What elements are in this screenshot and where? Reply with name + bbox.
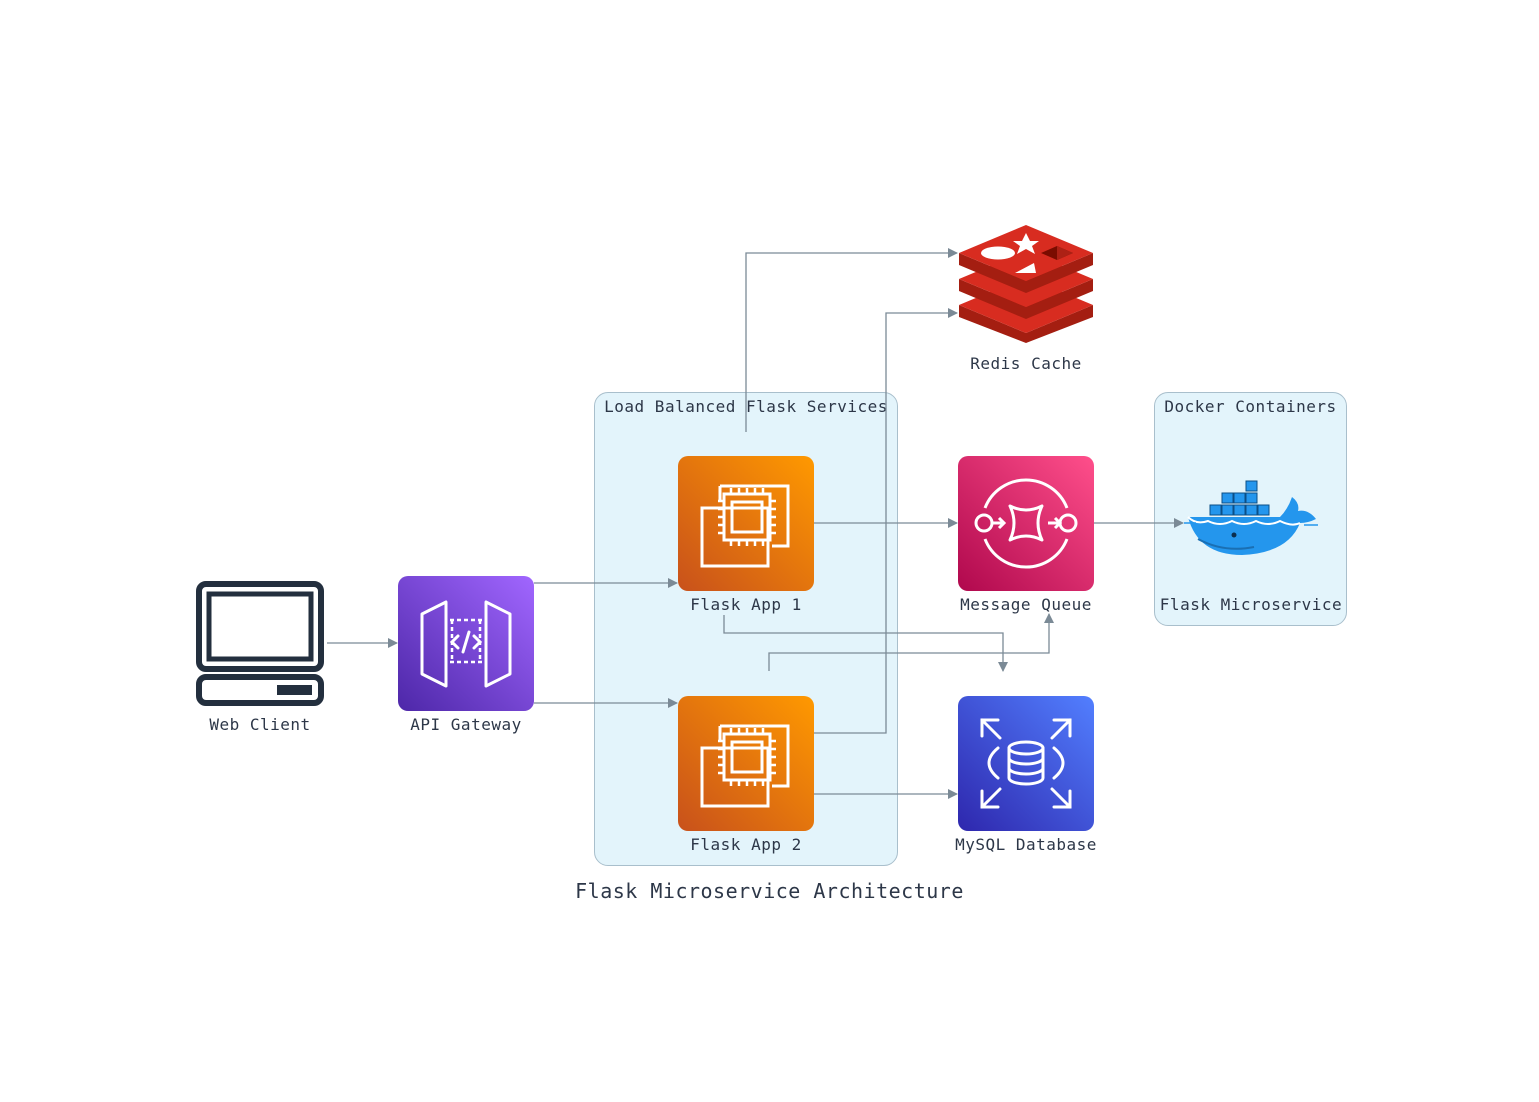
node-message-queue[interactable]: Message Queue — [958, 456, 1094, 614]
diagram-title: Flask Microservice Architecture — [575, 879, 964, 903]
ec2-compute-icon — [678, 456, 814, 591]
redis-icon — [959, 225, 1093, 343]
node-label: Flask Microservice — [1159, 595, 1343, 614]
cluster-label: Docker Containers — [1164, 397, 1337, 416]
rds-database-icon — [958, 696, 1094, 831]
sqs-queue-icon — [958, 456, 1094, 591]
docker-whale-icon — [1184, 480, 1318, 555]
node-label: API Gateway — [410, 715, 522, 734]
node-flask-app-1[interactable]: Flask App 1 — [678, 456, 814, 614]
node-label: Redis Cache — [970, 354, 1082, 373]
node-redis-cache[interactable]: Redis Cache — [957, 225, 1095, 373]
node-web-client[interactable]: Web Client — [196, 581, 324, 734]
node-label: MySQL Database — [955, 835, 1097, 854]
node-label: Message Queue — [960, 595, 1092, 614]
api-gateway-icon — [398, 576, 534, 711]
node-label: Flask App 1 — [690, 595, 802, 614]
computer-icon — [196, 581, 324, 706]
edge-flaskapp1-to-redis — [745, 248, 958, 432]
node-label: Web Client — [209, 715, 311, 734]
cluster-docker-containers: Docker Containers — [1154, 392, 1347, 626]
edge-flaskapp2-to-messagequeue — [768, 613, 1054, 671]
node-label: Flask App 2 — [690, 835, 802, 854]
ec2-compute-icon — [678, 696, 814, 831]
node-mysql-database[interactable]: MySQL Database — [955, 696, 1096, 854]
node-flask-microservice[interactable]: Flask Microservice — [1160, 479, 1342, 614]
node-api-gateway[interactable]: API Gateway — [398, 576, 534, 734]
node-flask-app-2[interactable]: Flask App 2 — [678, 696, 814, 854]
edge-flaskapp1-to-mysql — [723, 615, 1008, 672]
